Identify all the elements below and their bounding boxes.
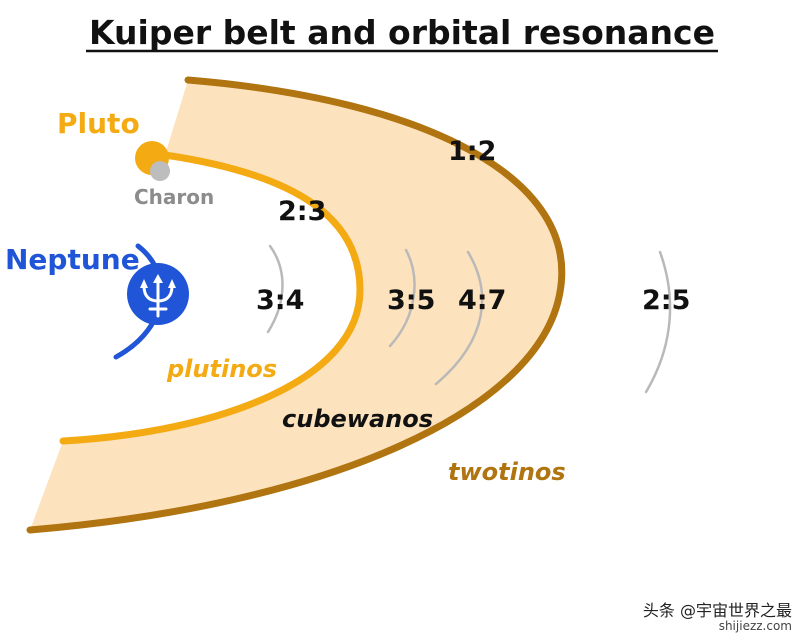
twotino-orbit <box>26 76 566 534</box>
plutinos-label: plutinos <box>166 355 277 383</box>
resonance-arc-2-5 <box>644 250 672 394</box>
resonance-label-3-4: 3:4 <box>256 285 304 316</box>
watermark: 头条 @宇宙世界之最 shijiezz.com <box>642 600 792 634</box>
kuiper-belt-band <box>30 80 562 530</box>
resonance-arc-3-4 <box>266 244 284 334</box>
resonance-label-4-7: 4:7 <box>458 285 506 316</box>
watermark-url: shijiezz.com <box>718 619 792 634</box>
resonance-label-2-5: 2:5 <box>642 285 690 316</box>
charon-body <box>150 161 170 181</box>
resonance-label-1-2: 1:2 <box>448 136 496 167</box>
resonance-arc-3-5 <box>388 248 416 348</box>
cubewanos-label: cubewanos <box>282 405 433 433</box>
charon-label: Charon <box>134 185 214 209</box>
watermark-source: 头条 @宇宙世界之最 <box>642 600 792 620</box>
resonance-label-2-3: 2:3 <box>278 196 326 227</box>
pluto-label: Pluto <box>57 107 140 140</box>
trident-icon <box>127 263 189 325</box>
neptune-label: Neptune <box>5 243 140 276</box>
resonance-label-3-5: 3:5 <box>387 285 435 316</box>
diagram-title: Kuiper belt and orbital resonance <box>89 13 715 52</box>
resonance-arc-4-7 <box>434 250 484 386</box>
plutino-orbit <box>59 151 364 445</box>
twotinos-label: twotinos <box>448 458 566 486</box>
